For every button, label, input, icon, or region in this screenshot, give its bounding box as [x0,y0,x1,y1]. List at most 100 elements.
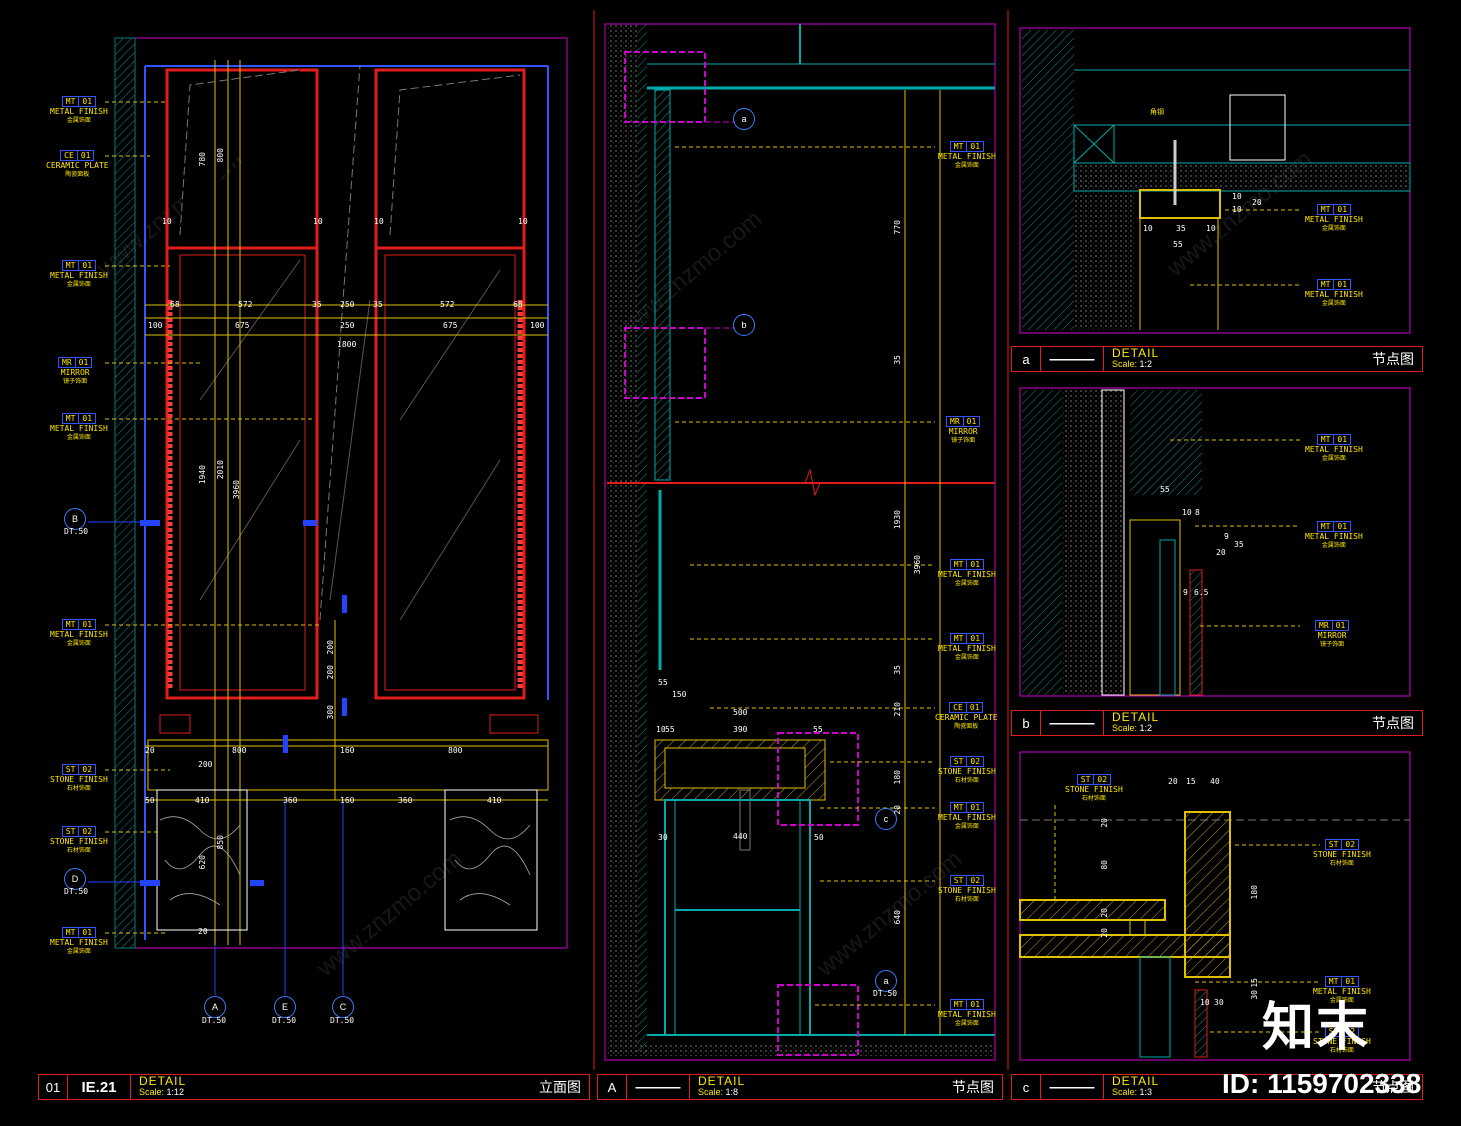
drawing-number: b [1012,711,1041,735]
dimension-text: 20 [1216,548,1226,557]
tag-num: 01 [1337,280,1348,289]
tag-num: 02 [82,765,93,774]
section-mark-b[interactable]: B [64,508,86,530]
drawing-number: A [598,1075,627,1099]
dimension-text: 10 [1200,998,1210,1007]
dimension-text: 10 [1206,224,1216,233]
detail-bubble-a-lower[interactable]: a [875,970,897,992]
tag-zh: 镜子饰面 [951,437,976,444]
tag-en: STONE FINISH [1065,785,1123,794]
dimension-text: 180 [1250,885,1259,900]
drawing-number: a [1012,347,1041,371]
drawing-type: 立面图 [539,1079,581,1095]
dimension-text: 800 [216,148,225,163]
brand-id: ID: 1159702338 [1222,1068,1422,1099]
dimension-text: 50 [145,796,155,805]
tag-num: 01 [82,928,93,937]
tag-code: MR [1316,621,1333,630]
dimension-text: 160 [340,796,355,805]
tag-code: MT [63,97,80,106]
tag-en: STONE FINISH [1313,1037,1371,1046]
dimension-text: 35 [373,300,383,309]
tag-en: METAL FINISH [938,813,996,822]
tag-num: 01 [82,620,93,629]
dimension-text: 15 [1250,978,1259,988]
drawing-code: IE.21 [68,1075,131,1099]
drawing-type: 节点图 [952,1079,994,1095]
dimension-text: 15 [1186,777,1196,786]
tag-num: 01 [970,560,981,569]
dimension-text: 572 [440,300,455,309]
dimension-text: 20 [1100,818,1109,828]
dimension-text: 410 [487,796,502,805]
dimension-text: 20 [1100,908,1109,918]
scale-label: Scale: [139,1087,165,1097]
tag-en: METAL FINISH [50,107,108,116]
tag-en: METAL FINISH [938,570,996,579]
section-mark-a[interactable]: A [204,996,226,1018]
tag-en: METAL FINISH [1305,215,1363,224]
tag-zh: 金属饰面 [66,117,91,124]
dimension-text: 68 [170,300,180,309]
tag-en: STONE FINISH [50,775,108,784]
tag-code: MT [1318,522,1335,531]
tag-zh: 石材饰面 [1329,1047,1354,1054]
angle-steel-label: 角钢 [1150,108,1164,116]
drawing-code: ——— [1041,1075,1104,1099]
drawing-type: 节点图 [1372,715,1414,731]
dimension-text: 35 [1176,224,1186,233]
detail-bubble-a[interactable]: a [733,108,755,130]
section-mark-d[interactable]: D [64,868,86,890]
dimension-text: 10 [656,725,666,734]
dimension-text: 500 [733,708,748,717]
tag-en: METAL FINISH [938,152,996,161]
drawing-code: ——— [627,1075,690,1099]
dimension-text: 55 [665,725,675,734]
tag-en: METAL FINISH [50,424,108,433]
tag-en: METAL FINISH [938,644,996,653]
tag-code: ST [951,876,968,885]
detail-bubble-c[interactable]: c [875,808,897,830]
detail-bubble-b[interactable]: b [733,314,755,336]
drawing-title: DETAIL [1112,1074,1160,1088]
tag-en: MIRROR [60,368,90,377]
dimension-text: 250 [340,300,355,309]
scale-value: 1:3 [1139,1087,1153,1097]
tag-num: 01 [82,414,93,423]
section-mark-c[interactable]: C [332,996,354,1018]
dimension-text: 20 [145,746,155,755]
dimension-text: 180 [893,770,902,785]
tag-num: 01 [1337,435,1348,444]
dimension-text: 800 [448,746,463,755]
drawing-title: DETAIL [1112,710,1160,724]
tag-zh: 金属饰面 [1321,455,1346,462]
dimension-text: 200 [198,760,213,769]
tag-num: 02 [1097,775,1108,784]
scale-label: Scale: [1112,359,1138,369]
dimension-text: 150 [672,690,687,699]
dimension-text: 35 [1234,540,1244,549]
tag-en: CERAMIC PLATE [46,161,109,170]
tag-zh: 金属饰面 [1321,300,1346,307]
dimension-text: 55 [813,725,823,734]
dimension-text: 10 [374,217,384,226]
tag-code: MT [951,1000,968,1009]
tag-num: 02 [970,876,981,885]
tag-code: MT [951,803,968,812]
tag-code: MT [951,560,968,569]
tag-num: 01 [1345,977,1356,986]
tag-num: 02 [1345,1027,1356,1036]
tag-zh: 石材饰面 [1329,860,1354,867]
tag-num: 02 [1345,840,1356,849]
section-mark-e[interactable]: E [274,996,296,1018]
dimension-text: 10 [313,217,323,226]
tag-en: STONE FINISH [50,837,108,846]
